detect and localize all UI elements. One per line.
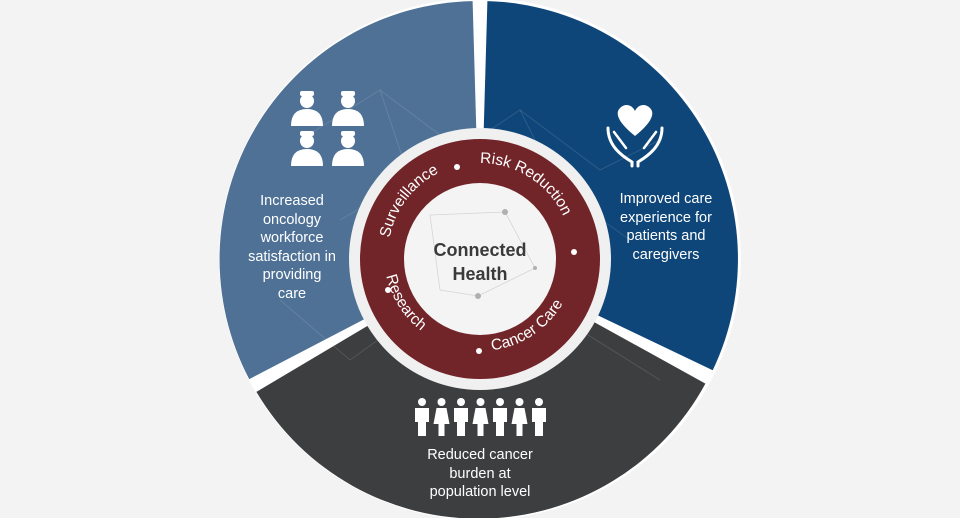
ring-dot-right — [571, 249, 577, 255]
population-people-icon — [415, 398, 546, 436]
segment-left-line: providing — [262, 267, 322, 283]
ring-dot-bottom — [476, 348, 482, 354]
segment-bottom-text: Reduced cancer burden at population leve… — [395, 446, 565, 502]
segment-left-line: workforce — [260, 230, 324, 246]
segment-left-line: care — [277, 285, 307, 302]
center-network-pattern — [429, 209, 537, 299]
segment-left-line: oncology — [262, 211, 322, 228]
center-title-line1: Connected — [433, 240, 527, 260]
segment-right-line: Improved care — [619, 191, 713, 207]
center-title-line2: Health — [452, 264, 508, 284]
segment-right-line: caregivers — [632, 246, 700, 263]
center-title: Connected Health — [400, 238, 560, 286]
ring-dot-left — [385, 287, 391, 293]
ring-dot-top — [454, 164, 460, 170]
person-figure — [493, 398, 507, 436]
segment-bottom-line: population level — [429, 484, 531, 500]
healthcare-workers-icon — [291, 91, 364, 166]
person-figure — [433, 398, 450, 436]
person-figure — [511, 398, 528, 436]
person-figure — [454, 398, 468, 436]
segment-right-text: Improved care experience for patients an… — [606, 190, 726, 264]
person-figure — [415, 398, 429, 436]
segment-right-line: experience for — [620, 209, 712, 226]
segment-left-line: Increased — [260, 193, 324, 209]
segment-bottom-line: Reduced cancer — [427, 447, 533, 463]
person-figure — [532, 398, 546, 436]
heart-in-hands-icon — [606, 104, 664, 168]
segment-right-line: patients and — [626, 228, 706, 244]
segment-left-line: satisfaction in — [248, 248, 336, 265]
center-circle — [404, 183, 556, 335]
segment-bottom-line: burden at — [449, 465, 511, 482]
segment-left-text: Increased oncology workforce satisfactio… — [232, 192, 352, 303]
person-figure — [472, 398, 489, 436]
